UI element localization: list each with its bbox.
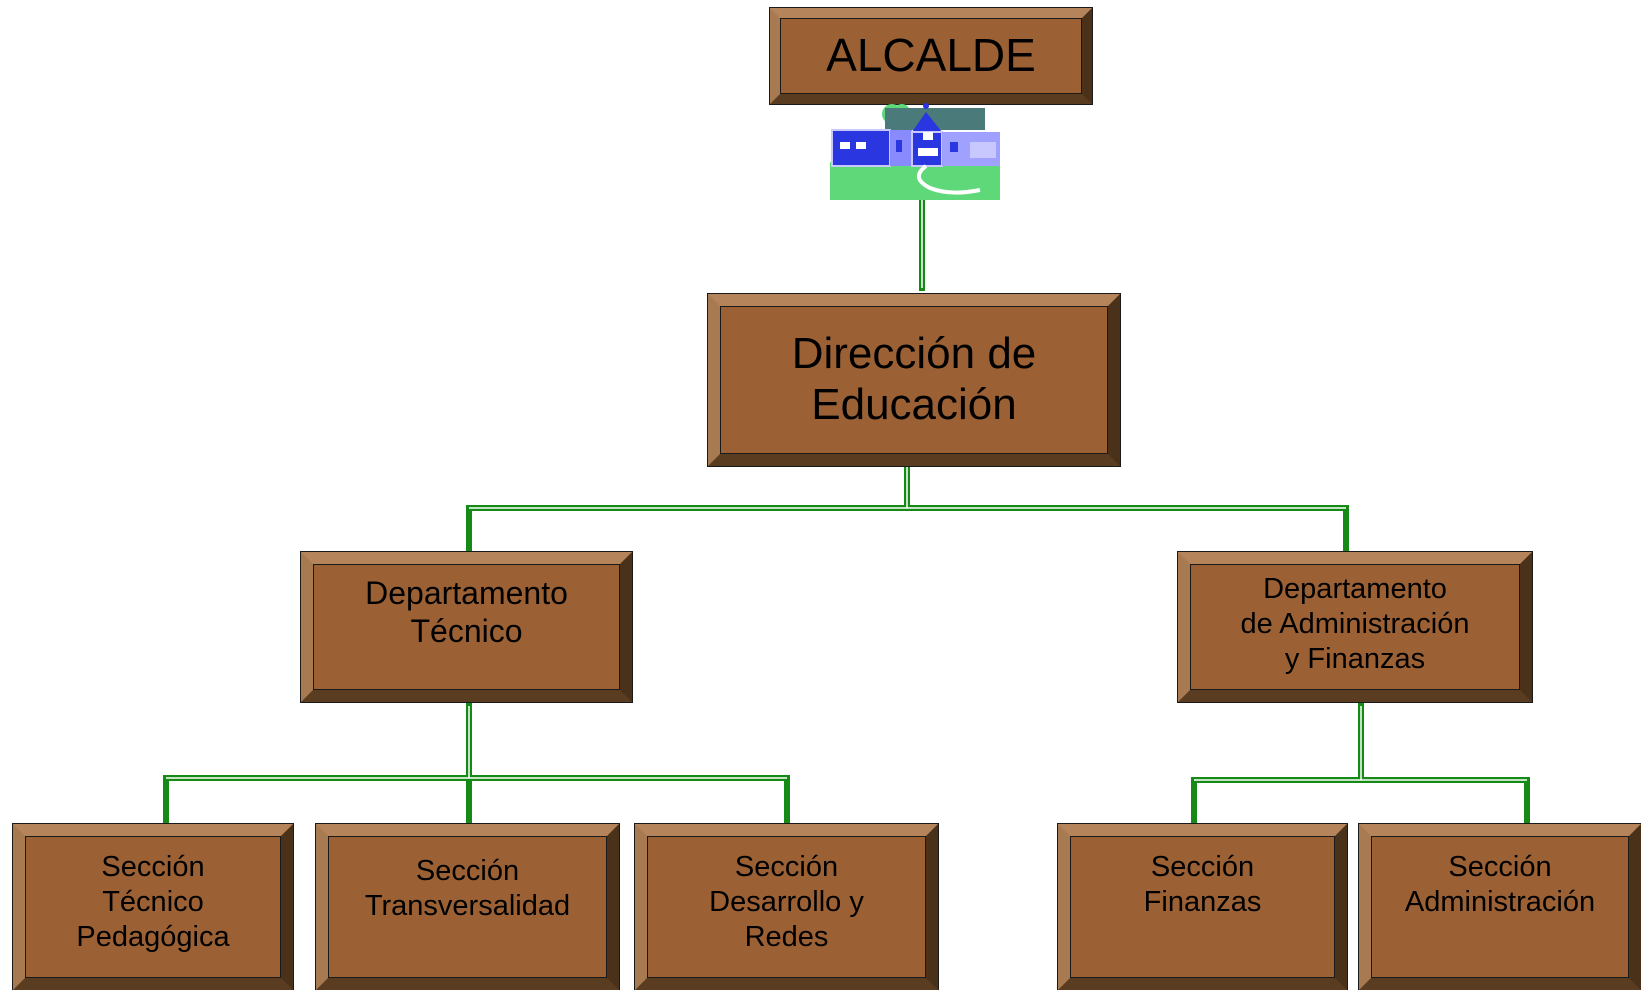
section-box-finanzas: Sección Finanzas (1058, 824, 1347, 990)
department-box-administracion: Departamento de Administración y Finanza… (1178, 552, 1532, 702)
section-label: Sección Transversalidad (364, 855, 571, 922)
direccion-box: Dirección de Educación (708, 294, 1120, 466)
section-label: Sección Administración (1404, 851, 1596, 918)
direccion-label: Dirección de Educación (791, 329, 1037, 429)
department-box-tecnico: Departamento Técnico (301, 552, 632, 702)
alcalde-label: ALCALDE (826, 29, 1036, 82)
section-box-administracion: Sección Administración (1359, 824, 1641, 990)
school-house-icon (830, 103, 1000, 200)
section-box-desarrollo-redes: Sección Desarrollo y Redes (635, 824, 938, 990)
section-label: Sección Finanzas (1143, 851, 1262, 918)
section-label: Sección Desarrollo y Redes (709, 851, 864, 953)
department-label: Departamento de Administración y Finanza… (1240, 573, 1470, 675)
department-label: Departamento Técnico (365, 575, 568, 650)
section-label: Sección Técnico Pedagógica (76, 851, 230, 953)
section-box-tecnico-pedagogica: Sección Técnico Pedagógica (13, 824, 293, 990)
alcalde-box: ALCALDE (770, 8, 1092, 104)
section-box-transversalidad: Sección Transversalidad (316, 824, 619, 990)
